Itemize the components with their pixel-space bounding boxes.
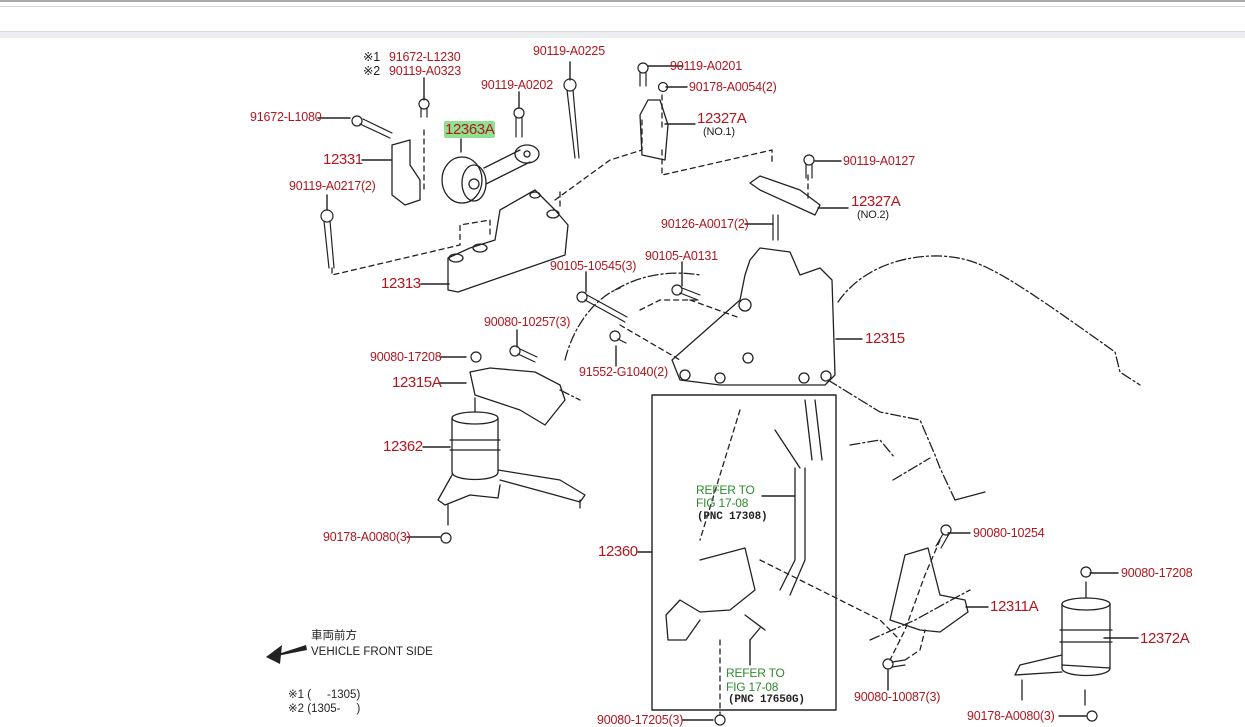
nut-90080-17205 [714, 714, 726, 726]
bolt-90080-10087 [882, 658, 906, 670]
refer-label[interactable]: FIG 17-08 [696, 496, 749, 510]
bolt-91672-l1080 [351, 115, 393, 139]
top-toolbar [0, 0, 1245, 32]
part-label[interactable]: 12372A [1140, 630, 1190, 647]
part-label[interactable]: 12327A [697, 110, 747, 127]
refer-label[interactable]: REFER TO [726, 666, 785, 680]
part-label[interactable]: 12331 [323, 151, 363, 168]
part-label[interactable]: 90178-A0054(2) [689, 80, 777, 94]
bolt-90119-a0323 [418, 98, 430, 118]
leader-lines [317, 61, 1139, 721]
note-mark-2: ※2 [363, 64, 381, 78]
refer-pnc: (PNC 17308) [697, 511, 768, 523]
highlight-12363a[interactable]: 12363A [444, 121, 496, 138]
part-12360-hose-assembly [665, 399, 823, 641]
part-label[interactable]: 90119-A0217(2) [289, 179, 376, 193]
part-label[interactable]: 91672-L1230 [389, 50, 461, 64]
nut-90080-17208-left [470, 351, 482, 363]
part-12327a-no2 [749, 175, 821, 216]
bolt-90119-a0217 [320, 209, 335, 269]
part-label[interactable]: 12362 [383, 438, 423, 455]
bolt-90080-10254 [935, 524, 952, 549]
direction-en: VEHICLE FRONT SIDE [311, 646, 433, 658]
note-mark-1: ※1 [363, 50, 381, 64]
engine-outline [559, 255, 1141, 641]
part-label[interactable]: 12311A [990, 598, 1039, 615]
part-label-highlighted[interactable]: 12363A [444, 121, 496, 138]
part-label[interactable]: 90080-17208 [1121, 566, 1193, 580]
part-12315a-bracket [469, 367, 566, 426]
part-12311a-bracket [889, 547, 969, 633]
part-label[interactable]: 90105-A0131 [645, 249, 718, 263]
part-label[interactable]: 90119-A0202 [481, 78, 553, 92]
part-label[interactable]: 12315 [865, 330, 905, 347]
part-12315-bracket [671, 247, 836, 386]
part-label[interactable]: 90080-17208 [370, 350, 442, 364]
bolt-90105-a0131 [671, 284, 701, 301]
part-12327a-no1 [639, 99, 669, 161]
bolt-90119-a0127 [803, 154, 815, 179]
part-label[interactable]: 12313 [381, 275, 421, 292]
engine-outline-tick [954, 491, 986, 501]
part-label[interactable]: 90105-10545(3) [550, 259, 637, 273]
refer-pnc: (PNC 17650G) [728, 694, 805, 706]
bolt-90119-a0202 [513, 107, 525, 138]
refer-label[interactable]: REFER TO [696, 483, 755, 497]
part-label[interactable]: 91552-G1040(2) [579, 365, 668, 379]
part-label[interactable]: 90119-A0127 [843, 154, 915, 168]
part-label[interactable]: 90178-A0080(3) [967, 709, 1055, 723]
arrow-head-icon [266, 645, 282, 664]
part-12372a-engine-mount [1014, 581, 1113, 706]
part-label[interactable]: 90119-A0225 [533, 44, 605, 58]
nut-90178-a0080-right [1086, 710, 1098, 722]
bolt-90080-10257 [509, 345, 538, 363]
part-label[interactable]: 90126-A0017(2) [661, 217, 749, 231]
part-label[interactable]: 12327A [851, 193, 901, 210]
bolt-90119-a0201 [637, 62, 649, 87]
refer-label[interactable]: FIG 17-08 [726, 680, 779, 694]
part-label[interactable]: 90119-A0323 [389, 64, 461, 78]
bolt-icons [320, 62, 1098, 726]
part-12363a-torque-rod [441, 144, 540, 204]
part-12313-bracket [447, 189, 569, 293]
stud-90126-a0017 [772, 214, 779, 241]
nut-90178-a0080-left [440, 532, 452, 544]
part-label[interactable]: 90178-A0080(3) [323, 530, 411, 544]
part-label[interactable]: 12315A [392, 374, 442, 391]
part-label[interactable]: 90080-17205(3) [597, 713, 684, 727]
part-label[interactable]: 90080-10087(3) [854, 690, 941, 704]
nut-90080-17208-right [1080, 566, 1092, 578]
part-sublabel: (NO.1) [703, 126, 735, 138]
direction-jp: 車両前方 [311, 630, 357, 642]
part-label[interactable]: 90080-10254 [973, 526, 1045, 540]
part-label[interactable]: 91672-L1080 [250, 110, 322, 124]
arrow-left-icon [267, 645, 307, 661]
nut-90178-a0054 [657, 81, 669, 93]
toolbar-divider [0, 6, 1245, 7]
footnote-2: ※2 (1305- ) [288, 703, 361, 715]
part-label[interactable]: 90080-10257(3) [484, 315, 571, 329]
refer-box [651, 394, 837, 711]
part-12331-bracket [391, 139, 421, 206]
part-label[interactable]: 12360 [598, 543, 638, 560]
bolt-90105-10545 [576, 291, 628, 323]
part-sublabel: (NO.2) [857, 209, 889, 221]
sub-toolbar [0, 31, 1245, 38]
assembly-lines [331, 94, 941, 716]
footnote-1: ※1 ( -1305) [288, 689, 361, 701]
bolt-90119-a0225 [563, 78, 580, 159]
bolt-91552-g1040 [609, 330, 627, 344]
part-12362-engine-mount [437, 397, 586, 526]
part-label[interactable]: 90119-A0201 [670, 59, 742, 73]
